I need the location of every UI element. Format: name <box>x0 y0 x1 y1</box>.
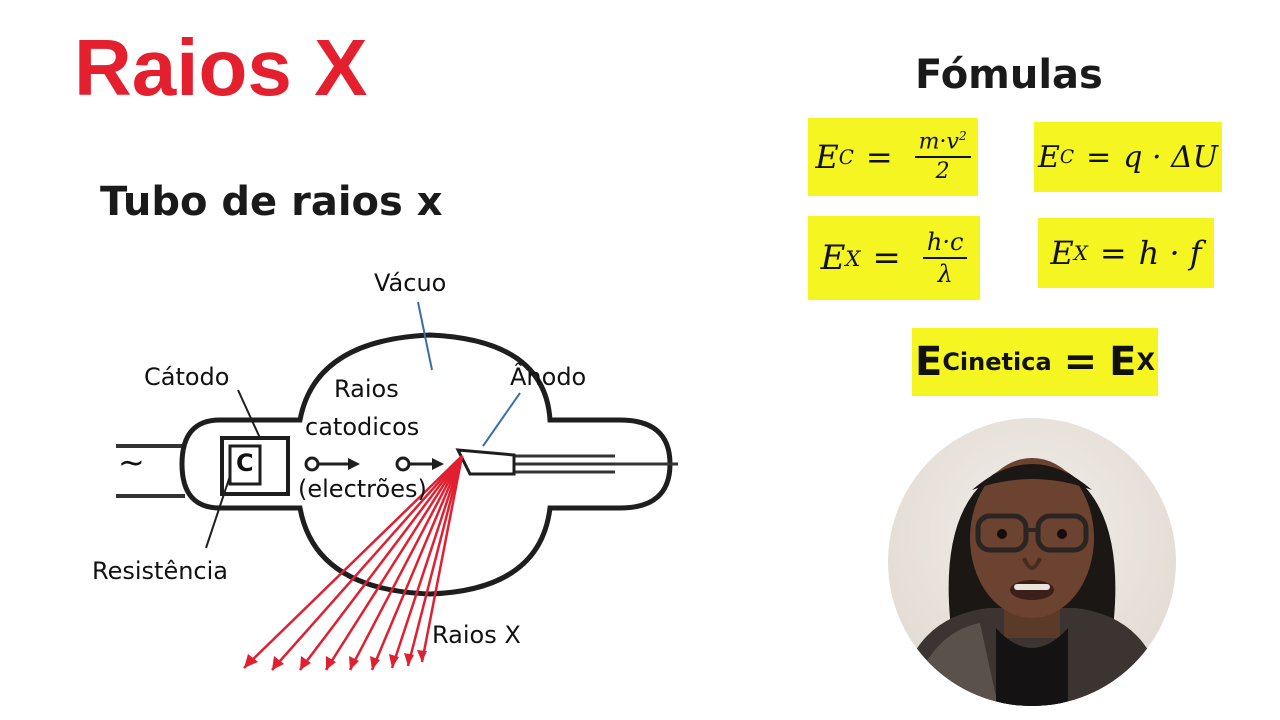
f3-num: h·c <box>922 228 968 259</box>
xray-arrowhead-6 <box>370 656 380 670</box>
f3-fraction: h·c λ <box>922 228 968 288</box>
f2-rhs: q · ΔU <box>1123 139 1219 175</box>
xray-arrowhead-3 <box>300 656 311 670</box>
f3-den: λ <box>937 260 953 288</box>
xray-arrowhead-7 <box>389 654 399 668</box>
label-raios-catodicos-2: catodicos <box>305 413 420 441</box>
f5-rhs-sub: X <box>1136 348 1155 376</box>
electron-2-head <box>432 458 444 470</box>
xray-ray-7 <box>390 455 464 669</box>
f1-num-sup: 2 <box>958 128 967 143</box>
xray-ray-6 <box>370 455 464 671</box>
xray-ray-4 <box>324 455 464 671</box>
xray-ray-8 <box>406 455 464 667</box>
xray-ray-3 <box>299 455 463 671</box>
cathode-inner <box>228 444 262 486</box>
f1-lhs-sub: C <box>838 145 854 169</box>
label-anodo: Ânodo <box>510 363 587 391</box>
f4-lhs-sub: X <box>1073 241 1088 265</box>
label-vacuo: Vácuo <box>374 269 447 297</box>
xray-arrowhead-4 <box>326 656 336 670</box>
page-title: Raios X <box>74 23 368 112</box>
label-catodo: Cátodo <box>144 363 230 391</box>
xray-ray-1 <box>243 455 463 669</box>
tube-outline <box>179 332 673 597</box>
f1-lhs: E <box>815 138 839 176</box>
label-raios-x: Raios X <box>432 621 521 649</box>
f4-lhs: E <box>1050 234 1074 272</box>
f1-num: m·v <box>918 129 959 155</box>
xray-ray-2 <box>271 455 463 671</box>
xray-arrowhead-9 <box>417 650 427 662</box>
leader-vacuo <box>417 301 433 371</box>
xray-arrowhead-2 <box>272 656 284 670</box>
f2-rel: = <box>1086 139 1112 175</box>
electron-2 <box>395 456 411 472</box>
f2-lhs-sub: C <box>1059 146 1075 168</box>
xray-tube-drawing <box>116 301 678 671</box>
xray-ray-5 <box>348 455 464 671</box>
ac-source-icon: ~ <box>118 443 145 481</box>
f5-rhs: E <box>1109 339 1137 385</box>
electron-1 <box>304 456 320 472</box>
xray-arrowhead-5 <box>349 656 359 670</box>
f3-lhs: E <box>820 238 846 278</box>
f5-lhs-sub: Cinetica <box>942 348 1052 376</box>
f3-rel: = <box>872 238 901 278</box>
presenter-avatar-icon <box>898 458 1166 706</box>
f4-rel: = <box>1099 234 1127 272</box>
leader-anodo <box>482 392 521 447</box>
label-raios-catodicos-1: Raios <box>334 375 399 403</box>
diagram-subtitle: Tubo de raios x <box>100 179 443 225</box>
xray-tube-diagram: ~ C Vácuo Cátodo Raios catodicos (electr… <box>92 250 690 690</box>
leader-catodo <box>237 389 261 439</box>
f1-rel: = <box>865 138 893 176</box>
f5-lhs: E <box>914 339 943 385</box>
formulas-heading: Fómulas <box>915 52 1103 98</box>
label-resistencia: Resistência <box>92 557 228 585</box>
f4-rhs: h · f <box>1138 234 1202 272</box>
cathode-symbol: C <box>236 449 254 477</box>
anode-target <box>455 448 516 476</box>
f2-lhs: E <box>1037 139 1060 175</box>
label-raios-catodicos-3: (electrões) <box>298 475 427 503</box>
f1-den: 2 <box>935 159 950 185</box>
f1-fraction: m·v2 2 <box>914 128 971 185</box>
electron-1-head <box>348 458 360 470</box>
leader-resistencia <box>205 475 231 549</box>
xray-arrowhead-8 <box>404 653 414 666</box>
xray-ray-9 <box>420 455 464 663</box>
f3-lhs-sub: X <box>845 245 861 271</box>
f5-rel: = <box>1063 339 1098 385</box>
presenter-avatar <box>888 418 1176 706</box>
xray-fan <box>243 455 464 671</box>
xray-arrowhead-1 <box>244 654 258 668</box>
